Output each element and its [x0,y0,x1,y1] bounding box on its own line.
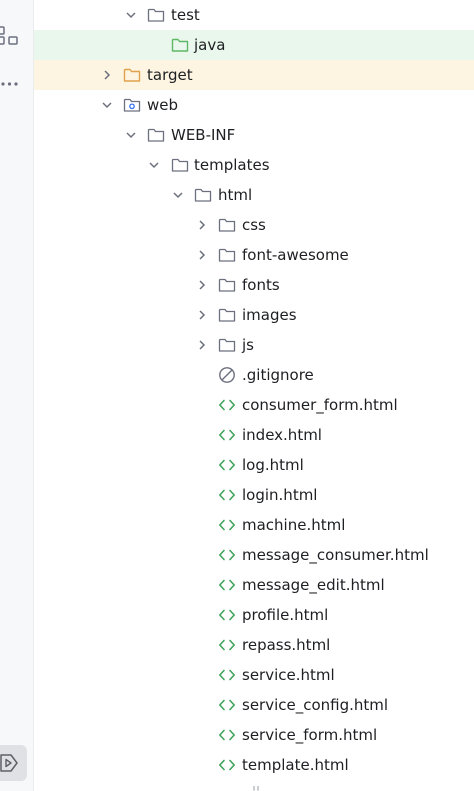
tree-row-html-file[interactable]: repass.html [34,630,474,660]
tree-row-html[interactable]: html [34,180,474,210]
tree-row-label: web [147,96,179,114]
tree-row-label: repass.html [242,636,331,654]
tree-row-html-file[interactable]: machine.html [34,510,474,540]
tree-row-html-file[interactable]: message_consumer.html [34,540,474,570]
html-file-icon [219,459,235,471]
folder-icon [147,8,165,22]
chevron-right-icon[interactable] [195,248,209,262]
tree-row-label: machine.html [242,516,346,534]
tree-row-gitignore[interactable]: .gitignore [34,360,474,390]
html-file-icon [219,399,235,411]
tree-row-html-file[interactable]: login.html [34,480,474,510]
ignore-file-icon [219,367,235,383]
html-file-icon [219,549,235,561]
run-widget-button[interactable] [0,745,27,781]
tree-row-html-file[interactable]: service_config.html [34,690,474,720]
tree-row-label: service.html [242,666,335,684]
tree-row-web[interactable]: web [34,90,474,120]
html-file-icon [219,609,235,621]
html-file-icon [219,729,235,741]
folder-icon [218,248,236,262]
folder-icon [147,128,165,142]
tree-row-html-file[interactable]: profile.html [34,600,474,630]
html-file-icon [219,639,235,651]
tree-row-java[interactable]: java [34,30,474,60]
html-file-icon [219,759,235,771]
left-tool-strip [0,0,34,791]
excluded-folder-icon [123,68,141,82]
chevron-right-icon[interactable] [195,308,209,322]
tree-row-label: test [171,6,200,24]
tree-row-label: profile.html [242,606,329,624]
chevron-down-icon[interactable] [171,188,185,202]
more-options-icon[interactable] [0,73,22,95]
tree-row-target[interactable]: target [34,60,474,90]
folder-icon [218,338,236,352]
tree-row-html-file[interactable]: service_form.html [34,720,474,750]
partially-visible-row-icon: ¦¦ [252,784,261,791]
tree-row-label: login.html [242,486,318,504]
chevron-down-icon[interactable] [147,158,161,172]
html-file-icon [219,669,235,681]
html-file-icon [219,579,235,591]
chevron-down-icon[interactable] [100,98,114,112]
html-file-icon [219,429,235,441]
run-widget-icon [0,754,18,772]
tree-row-label: target [147,66,193,84]
chevron-right-icon[interactable] [195,278,209,292]
tree-row-html-file[interactable]: log.html [34,450,474,480]
tree-row-label: message_consumer.html [242,546,429,564]
tree-row-label: .gitignore [242,366,314,384]
tree-row-label: js [242,336,254,354]
tree-row-label: service_config.html [242,696,389,714]
tree-row-label: html [218,186,253,204]
tree-row-label: css [242,216,266,234]
tree-row-images[interactable]: images [34,300,474,330]
tree-row-templates[interactable]: templates [34,150,474,180]
folder-icon [194,188,212,202]
tree-row-label: message_edit.html [242,576,385,594]
tree-row-label: images [242,306,297,324]
source-folder-icon [171,38,189,52]
folder-icon [171,158,189,172]
tree-row-web-inf[interactable]: WEB-INF [34,120,474,150]
tree-row-font-awesome[interactable]: font-awesome [34,240,474,270]
tree-row-label: service_form.html [242,726,378,744]
tree-row-label: WEB-INF [171,126,236,144]
tree-row-html-file[interactable]: template.html [34,750,474,780]
tree-row-label: java [194,36,226,54]
folder-icon [218,278,236,292]
html-file-icon [219,519,235,531]
folder-icon [218,218,236,232]
html-file-icon [219,699,235,711]
tree-row-label: consumer_form.html [242,396,398,414]
tree-row-fonts[interactable]: fonts [34,270,474,300]
chevron-right-icon[interactable] [195,338,209,352]
tree-row-html-file[interactable]: service.html [34,660,474,690]
tree-row-label: fonts [242,276,280,294]
tree-row-test[interactable]: test [34,0,474,30]
chevron-down-icon[interactable] [124,128,138,142]
tree-row-label: index.html [242,426,322,444]
project-tree: test java target web WEB-INF templates h… [34,0,474,791]
tree-row-html-file[interactable]: index.html [34,420,474,450]
web-folder-icon [123,98,141,112]
chevron-down-icon[interactable] [124,8,138,22]
chevron-right-icon[interactable] [195,218,209,232]
tree-row-label: template.html [242,756,349,774]
tree-row-html-file[interactable]: consumer_form.html [34,390,474,420]
tree-row-label: templates [194,156,270,174]
tree-row-css[interactable]: css [34,210,474,240]
html-file-icon [219,489,235,501]
tree-row-label: log.html [242,456,304,474]
folder-icon [218,308,236,322]
tree-row-js[interactable]: js [34,330,474,360]
chevron-right-icon[interactable] [100,68,114,82]
tree-row-label: font-awesome [242,246,349,264]
tree-row-html-file[interactable]: message_edit.html [34,570,474,600]
structure-icon[interactable] [0,24,22,46]
